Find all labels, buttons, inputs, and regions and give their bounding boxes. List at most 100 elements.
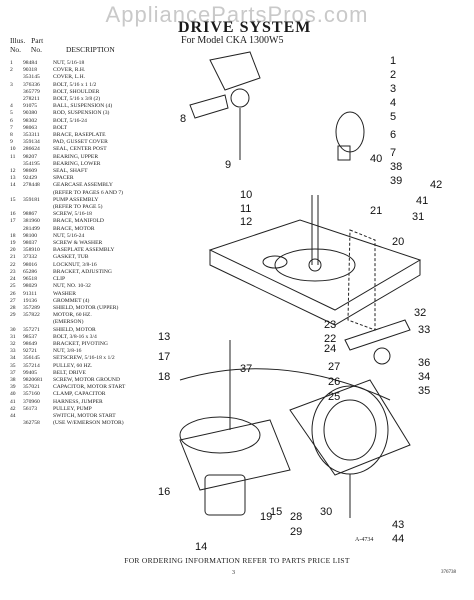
part-description: (USE W/EMERSON MOTOR) (53, 420, 124, 427)
part-number: 278211 (23, 96, 40, 103)
pump-part (204, 474, 246, 516)
document-reference: 376738 (441, 570, 456, 575)
callout-2: 2 (390, 69, 396, 81)
illus-number (10, 74, 23, 81)
illus-number: 34 (10, 355, 16, 362)
part-description: SPACER (53, 175, 74, 182)
part-number: 365779 (23, 88, 40, 95)
illus-number: 10 (10, 146, 16, 153)
part-description: BOLT, 5/16 x 3/8 (2) (53, 96, 101, 103)
callout-26: 26 (328, 376, 340, 388)
col-illus: Illus. (10, 36, 26, 45)
illus-number (10, 161, 23, 168)
part-description: (REFER TO PAGES 6 AND 7) (53, 189, 123, 196)
part-number: 91075 (23, 103, 37, 110)
part-description: NUT, NO. 10-32 (53, 283, 91, 290)
part-number: 356145 (23, 355, 40, 362)
illus-number (10, 96, 23, 103)
part-description: GEARCASE ASSEMBLY (53, 182, 113, 189)
part-description: BOLT, 5/16-24 (53, 117, 87, 124)
part-description: PULLEY, 60 HZ. (53, 362, 93, 369)
illus-number: 29 (10, 312, 16, 319)
part-number: 354195 (23, 160, 40, 167)
belt-part (179, 368, 391, 401)
illus-number: 17 (10, 218, 16, 225)
callout-22: 22 (324, 333, 336, 345)
part-description: BEARING, UPPER (53, 153, 99, 160)
part-description: PULLEY, PUMP (53, 405, 92, 412)
part-description: PUMP ASSEMBLY (53, 196, 99, 203)
part-description: BRACKET, PIVOTING (53, 340, 108, 347)
illus-number: 44 (10, 412, 16, 419)
callout-21: 21 (370, 205, 382, 217)
parts-list-row: (REFER TO PAGE 5) (10, 204, 190, 211)
callout-3: 3 (390, 83, 396, 95)
illus-number: 39 (10, 384, 16, 391)
part-description: SWITCH, MOTOR START (53, 412, 116, 419)
illus-number: 24 (10, 276, 16, 283)
callout-24: 24 (324, 343, 336, 355)
illus-number: 12 (10, 168, 16, 175)
parts-list-header: Illus. Part No. No. DESCRIPTION (10, 36, 115, 54)
part-number: 358910 (23, 247, 40, 254)
illus-number: 37 (10, 369, 16, 376)
callout-14: 14 (195, 541, 207, 550)
callout-44: 44 (392, 533, 404, 545)
parts-list-row: 278211 BOLT, 5/16 x 3/8 (2) (10, 96, 190, 103)
callout-25: 25 (328, 391, 340, 403)
part-description: BRACKET, ADJUSTING (53, 268, 112, 275)
part-description: PAD, GUSSET COVER (53, 139, 108, 146)
part-number: 98037 (23, 240, 37, 247)
illus-number (10, 190, 23, 197)
part-number: 98207 (23, 153, 37, 160)
part-description: BRACE, MOTOR (53, 225, 95, 232)
part-number: 37332 (23, 254, 37, 261)
figure-id: A-4734 (355, 537, 374, 543)
part-description: SHIELD, MOTOR (53, 326, 96, 333)
part-number: 98063 (23, 124, 37, 131)
illus-number: 31 (10, 333, 16, 340)
center-post-part (308, 258, 322, 272)
page-number: 3 (232, 570, 235, 576)
part-description: WASHER (53, 290, 76, 297)
illus-number: 19 (10, 240, 16, 247)
illus-number: 5 (10, 110, 13, 117)
col-part: Part (31, 36, 44, 45)
part-description: NUT, 5/16-24 (53, 232, 85, 239)
part-number: 353145 (23, 74, 40, 81)
parts-list-row: 10 286624 SEAL, CENTER POST (10, 146, 190, 153)
part-number: 98029 (23, 283, 37, 290)
part-number: 65286 (23, 268, 37, 275)
illus-number: 2 (10, 67, 13, 74)
ball-part (230, 88, 250, 108)
pivot-bracket-part (344, 319, 411, 351)
part-number: 90380 (23, 110, 37, 117)
part-description: CLIP (53, 276, 66, 283)
illus-number: 8 (10, 132, 13, 139)
illus-number: 35 (10, 362, 16, 369)
part-description: SEAL, CENTER POST (53, 146, 107, 153)
part-description: BASEPLATE ASSEMBLY (53, 247, 115, 254)
part-description: BOLT, 3/8-16 x 3/4 (53, 333, 97, 340)
part-number: 286624 (23, 146, 40, 153)
callout-6: 6 (390, 129, 396, 141)
part-description: COVER, R.H. (53, 67, 86, 74)
col-no: No. (10, 45, 22, 54)
